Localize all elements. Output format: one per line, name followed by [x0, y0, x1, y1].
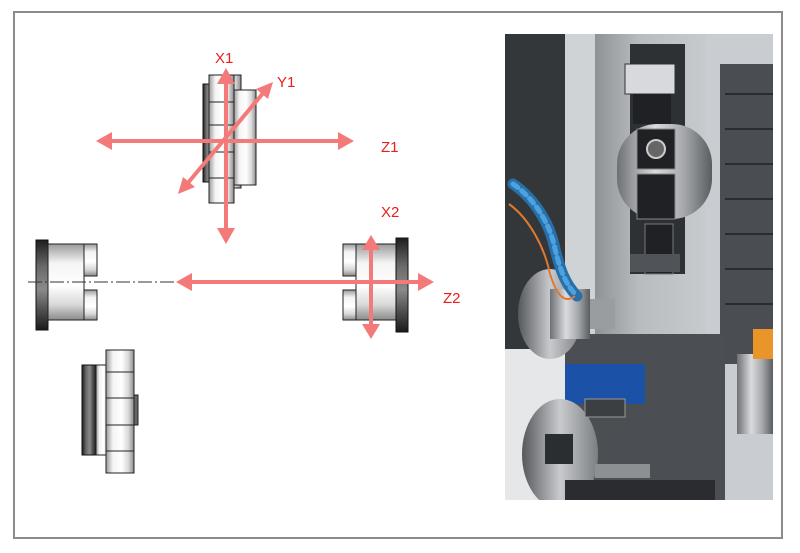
x2-axis-arrow — [362, 235, 380, 339]
z2-axis-arrow — [176, 273, 434, 291]
main-spindle — [35, 239, 98, 331]
sub-spindle — [342, 237, 409, 333]
x1-label: X1 — [215, 50, 233, 67]
y1-label: Y1 — [277, 74, 295, 91]
z1-label: Z1 — [381, 139, 399, 156]
lathe-photo — [505, 34, 773, 500]
lower-turret — [81, 349, 139, 474]
coolant-hose — [507, 178, 583, 302]
x1-axis-arrow — [217, 68, 235, 244]
x2-label: X2 — [381, 204, 399, 221]
y1-axis-arrow — [178, 82, 273, 194]
z2-label: Z2 — [443, 290, 461, 307]
